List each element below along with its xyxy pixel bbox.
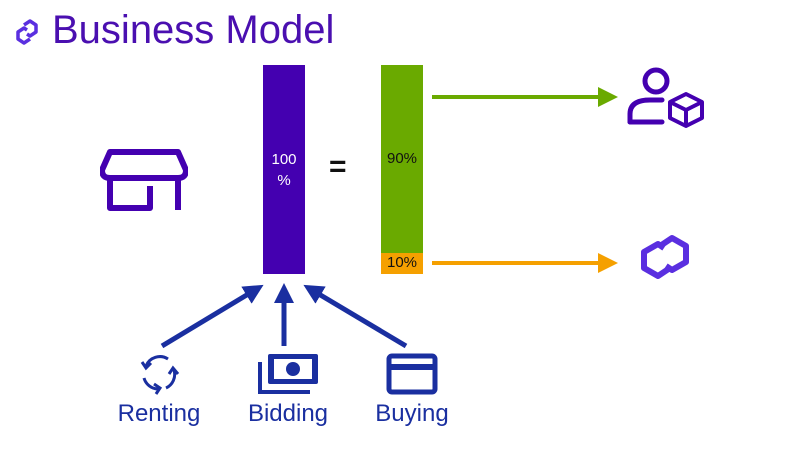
platform-share-segment: 10% (381, 253, 423, 274)
total-bar-unit: % (277, 172, 291, 189)
storefront-icon (100, 148, 188, 212)
bidding-label: Bidding (247, 400, 329, 427)
seller-share-segment: 90% (381, 65, 423, 253)
user-with-box-icon (626, 64, 708, 128)
seller-share-label: 90% (386, 150, 418, 167)
revenue-split-bar: 90% 10% (381, 65, 423, 274)
renting-arrow (160, 284, 264, 349)
renting-label: Renting (117, 400, 201, 427)
platform-share-label: 10% (386, 254, 418, 271)
buying-label: Buying (375, 400, 449, 427)
total-bar-value: 100 (271, 151, 297, 168)
cash-icon (256, 352, 320, 396)
cycle-arrows-icon (136, 350, 182, 396)
brand-logo-icon (10, 15, 44, 49)
page-title: Business Model (52, 8, 335, 52)
credit-card-icon (386, 353, 438, 395)
buying-arrow (303, 284, 408, 349)
total-revenue-bar: 100 % (263, 65, 305, 274)
equals-sign: = (329, 150, 347, 183)
chain-link-logo-icon (634, 232, 696, 282)
